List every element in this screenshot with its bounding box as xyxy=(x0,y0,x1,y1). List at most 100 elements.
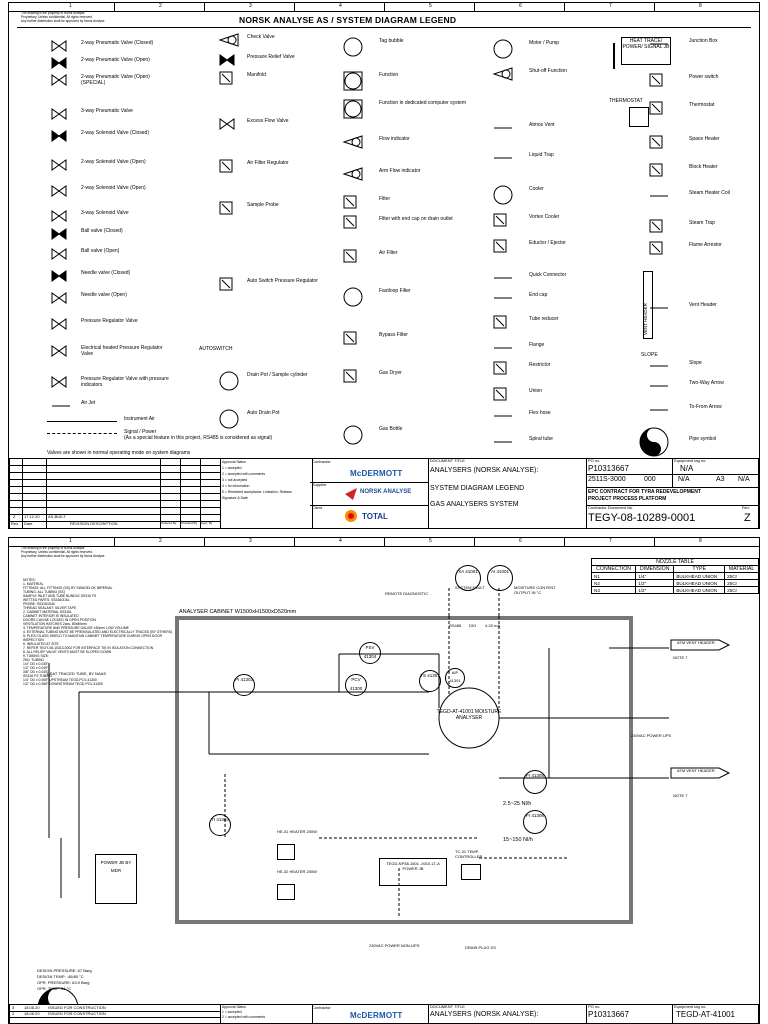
note-line: FITTINGS: ALL FITTINGS (SS) BY SWAGELOK … xyxy=(23,586,113,590)
note-line: 1/4" OD x 0.065" UPSTREAM TEGD-PCV-41300 xyxy=(23,678,97,682)
restrictor-icon xyxy=(493,361,507,380)
steam-trap-icon xyxy=(649,219,663,238)
3-way-solenoid-valve-icon xyxy=(51,209,67,228)
doc-code: 2511S-3000 xyxy=(588,476,626,483)
note-line: 1/2" OD x 0.049" xyxy=(23,666,49,670)
legend-label: Liquid Trap xyxy=(529,152,554,158)
legend-label: Slope xyxy=(689,360,702,366)
spiral-tube-icon xyxy=(493,435,513,454)
dio-label: DIO xyxy=(469,623,477,628)
note-line: 8. ALL RELIEF VALVE VENTS MUST BE SLOPED… xyxy=(23,650,112,654)
pi-bubble: PI 41302 xyxy=(233,674,255,696)
col-number: 4 xyxy=(339,3,342,9)
doc-title-header: DOCUMENT TITLE xyxy=(430,458,465,463)
power-jb-box: POWER JB BY MDR xyxy=(95,854,137,904)
flame-arrestor-icon xyxy=(649,241,663,260)
liquid-trap-icon xyxy=(493,151,513,170)
signal-power-label: Signal / Power xyxy=(124,429,157,435)
col-head: REVISION DESCRIPTION xyxy=(70,521,118,526)
vent-arrow-icon-2 xyxy=(670,767,731,779)
2-way-pneumatic-valve-open-icon xyxy=(51,56,67,75)
signal-line xyxy=(47,433,117,434)
legend-label: Block Heater xyxy=(689,164,718,170)
moisture-output: MOISTURE CONTENT OUTPUT IN °C xyxy=(514,585,556,595)
drain-plug-label: DRAIN PLUG SS xyxy=(465,945,496,950)
supplier-label: Supplier xyxy=(312,482,327,487)
flow-range-2: 15~150 Nl/h xyxy=(503,837,533,843)
tc-label: TC-31 TEMP. CONTROLLER xyxy=(455,849,483,859)
rev-number: Z xyxy=(13,514,16,519)
col-number: 5 xyxy=(429,3,432,9)
system-fault: SYSTEM FAULT xyxy=(455,585,485,590)
client-label: Client xyxy=(312,505,323,510)
xa-bubble: XA 41001 xyxy=(455,565,481,591)
check-valve-icon xyxy=(218,33,239,52)
thermostat-symbol xyxy=(629,107,649,127)
legend-label: Sample Probe xyxy=(247,202,279,208)
col-head: Rev. xyxy=(11,521,19,526)
legend-label: Ball valve (Open) xyxy=(81,248,120,254)
valves-note: Valves are shown in normal operating mod… xyxy=(47,450,191,456)
doc-title-line2: SYSTEM DIAGRAM LEGEND xyxy=(430,485,525,492)
pressure-regulator-valve-with-pressure-indicators-icon xyxy=(51,375,67,394)
flow-indicator-icon xyxy=(342,135,363,154)
fi-bubble-2: FI 41306 xyxy=(523,810,547,834)
doc-code: 000 xyxy=(644,476,656,483)
col-head: Appr. By xyxy=(201,521,213,525)
total-logo-icon xyxy=(345,510,357,522)
note-line: 3. TEMPERATURE AND PRESSURE GAUGE ±60mm … xyxy=(23,626,129,630)
tube-reducer-icon xyxy=(493,315,507,334)
3-way-pneumatic-valve-icon xyxy=(51,107,67,126)
col-head: Date xyxy=(24,521,33,526)
po-number-2: P10313667 xyxy=(588,1010,629,1019)
atmos-vent-icon xyxy=(493,121,513,140)
legend-label: Gas Dryer xyxy=(379,370,402,376)
legend-label: Flex hose xyxy=(529,410,551,416)
note7-label-2: NOTE 7 xyxy=(673,793,688,798)
rs485-label: RS485 xyxy=(449,623,462,628)
col-number: 2 xyxy=(159,3,162,9)
contractor-label: Contractor xyxy=(312,459,331,464)
note7-label: NOTE 7 xyxy=(673,655,688,660)
col-number: 3 xyxy=(249,3,252,9)
legend-label: To-From Arrow xyxy=(689,404,722,410)
excess-flow-valve-icon xyxy=(219,117,235,136)
vent-header-symbol xyxy=(643,271,653,339)
psv-bubble: PSV 41304 xyxy=(359,642,381,664)
thermostat-label: THERMOSTAT xyxy=(609,98,643,104)
legend-label: Cooler xyxy=(529,186,544,192)
legend-label: Tube reducer xyxy=(529,316,559,322)
motor-pump-icon xyxy=(493,39,513,64)
legend-label: Auto Switch Pressure Regulator xyxy=(247,278,318,284)
legend-label: Space Heater xyxy=(689,136,720,142)
note-line: SAMPLE INLET AND TUBE BUNDLE SS316 FS xyxy=(23,594,97,598)
needle-valve-closed-icon xyxy=(51,269,67,288)
ball-valve-open-icon xyxy=(51,247,67,266)
title-block: Z 17.12.20 AS-BUILT Rev. Date REVISION D… xyxy=(9,458,759,528)
col-number: 1 xyxy=(69,3,72,9)
fastloop-filter-icon xyxy=(343,287,363,312)
function-icon xyxy=(343,71,363,96)
doc-title-line3: GAS ANALYSERS SYSTEM xyxy=(430,501,519,508)
legend-label: 2-way Pneumatic Valve (Closed) xyxy=(81,40,154,46)
note-line: VENTILATION HATCHES 2pcs. 80x80mm xyxy=(23,622,87,626)
note-line: TUBING: ALL TUBING (SS) xyxy=(23,590,65,594)
legend-label: Filter xyxy=(379,196,391,202)
legend-label: Restrictor xyxy=(529,362,551,368)
signal-note: (As a special feature in this project, R… xyxy=(124,435,273,441)
legend-label: Spiral tube xyxy=(529,436,553,442)
vortex-cooler-icon xyxy=(493,213,507,232)
function-in-dedicated-computer-system-icon xyxy=(343,99,363,124)
legend-label: Thermostat xyxy=(689,102,715,108)
note-line: WETTED PARTS: SS316/316L xyxy=(23,598,70,602)
legend-label: 2-way Solenoid Valve (Open) xyxy=(81,159,146,165)
total-logo: TOTAL xyxy=(362,512,388,521)
legend-label: Air Filter xyxy=(379,250,398,256)
legend-label: Junction Box xyxy=(689,38,718,44)
gas-dryer-icon xyxy=(343,369,357,388)
ma-label: 4-20 mA xyxy=(485,623,501,628)
norsk-logo-icon xyxy=(345,488,357,500)
legend-label: 2-way Pneumatic Valve (Open) (SPECIAL) xyxy=(81,74,150,86)
legend-label: Pipe symbol xyxy=(689,436,717,442)
fi-bubble: FI 41305 xyxy=(523,770,547,794)
